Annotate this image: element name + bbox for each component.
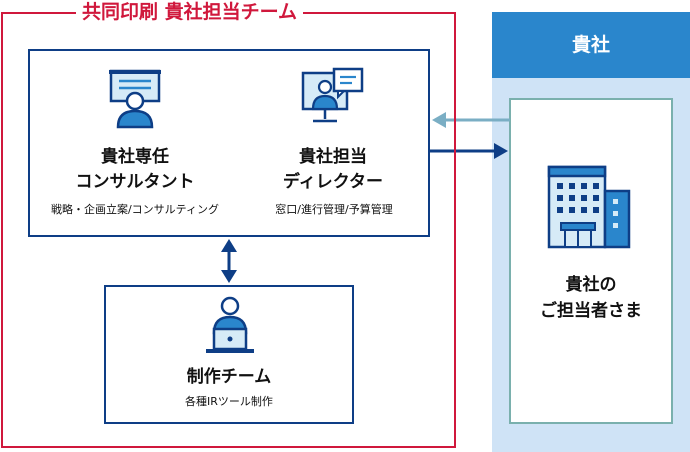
- client-label-line2: ご担当者さま: [540, 301, 642, 321]
- office-building-icon: [547, 165, 631, 249]
- consultant-title-line1: 貴社専任: [101, 147, 169, 167]
- bidirectional-arrow: [221, 239, 237, 283]
- director-title-line1: 貴社担当: [299, 147, 367, 167]
- arrow-to-client: [430, 143, 508, 159]
- production-team-box: 制作チーム 各種IRツール制作: [104, 285, 354, 424]
- client-label-line1: 貴社の: [565, 275, 617, 295]
- director-title: 貴社担当 ディレクター: [268, 145, 398, 195]
- consultant-title-line2: コンサルタント: [75, 172, 195, 192]
- consultant-description: 戦略・企画立案/コンサルティング: [50, 203, 220, 216]
- production-title: 制作チーム: [186, 367, 272, 387]
- online-meeting-icon: [301, 67, 364, 123]
- client-header: 貴社: [492, 12, 690, 78]
- director-description: 窓口/進行管理/予算管理: [275, 203, 393, 216]
- client-contact-box: [509, 98, 673, 424]
- director-title-line2: ディレクター: [282, 172, 384, 192]
- production-description: 各種IRツール制作: [185, 395, 273, 408]
- client-contact-label: 貴社の ご担当者さま: [509, 272, 673, 324]
- laptop-worker-icon: [206, 296, 254, 353]
- team-title: 共同印刷 貴社担当チーム: [76, 0, 304, 24]
- presenter-icon: [109, 69, 161, 129]
- consultant-title: 貴社専任 コンサルタント: [70, 145, 200, 195]
- consultant-director-box: 貴社専任 コンサルタント 戦略・企画立案/コンサルティング 貴社担当 ディレクタ…: [28, 49, 430, 237]
